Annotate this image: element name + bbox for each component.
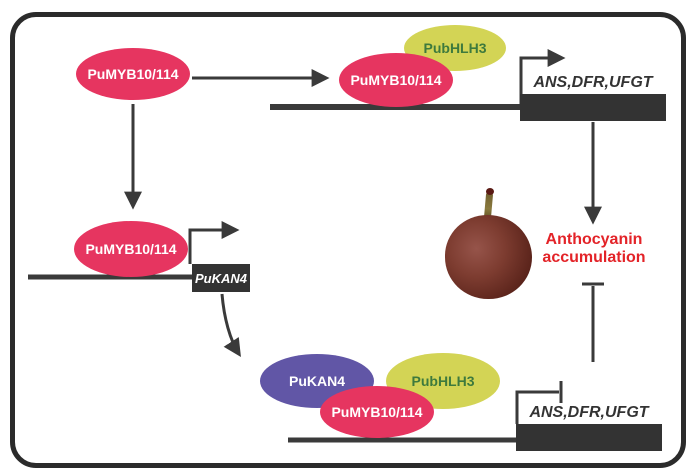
gene-box-ans-dfr-ufgt-bottom: [516, 424, 662, 451]
gene-label-ans-dfr-ufgt-bottom: ANS,DFR,UFGT: [529, 404, 649, 421]
protein-label: PuMYB10/114: [85, 241, 177, 257]
diagram-border: [10, 12, 686, 468]
gene-label-pukan4: PuKAN4: [194, 270, 247, 286]
fruit-body: [445, 215, 532, 299]
red-pear-fruit-image: [444, 186, 534, 300]
gene-box-pukan4: PuKAN4: [192, 264, 250, 292]
anthocyanin-accumulation-label: Anthocyanin accumulation: [542, 231, 646, 266]
protein-label: PuMYB10/114: [87, 66, 179, 82]
gene-label-ans-dfr-ufgt-top: ANS,DFR,UFGT: [533, 74, 653, 91]
protein-pumyb10-114-top: PuMYB10/114: [76, 48, 190, 100]
protein-pubhlh3-top: PubHLH3: [404, 25, 506, 71]
protein-pumyb10-114-bottom: PuMYB10/114: [320, 386, 434, 438]
arrow-kan4-to-complex: [220, 293, 241, 358]
transcription-arrow-kan4: [188, 221, 240, 264]
protein-label: PuKAN4: [288, 373, 345, 389]
fruit-stem-tip: [486, 188, 494, 195]
gene-box-ans-dfr-ufgt-top: [520, 94, 666, 121]
protein-label: PubHLH3: [411, 373, 475, 389]
protein-label: PubHLH3: [423, 40, 487, 56]
protein-label: PuMYB10/114: [331, 404, 423, 420]
repression-bent-line-bottom: [515, 390, 559, 424]
transcription-arrow-top: [519, 49, 566, 106]
protein-label: PuMYB10/114: [350, 72, 442, 88]
protein-pumyb10-114-mid: PuMYB10/114: [74, 221, 188, 277]
protein-pumyb10-114-complex-top: PuMYB10/114: [339, 53, 453, 107]
